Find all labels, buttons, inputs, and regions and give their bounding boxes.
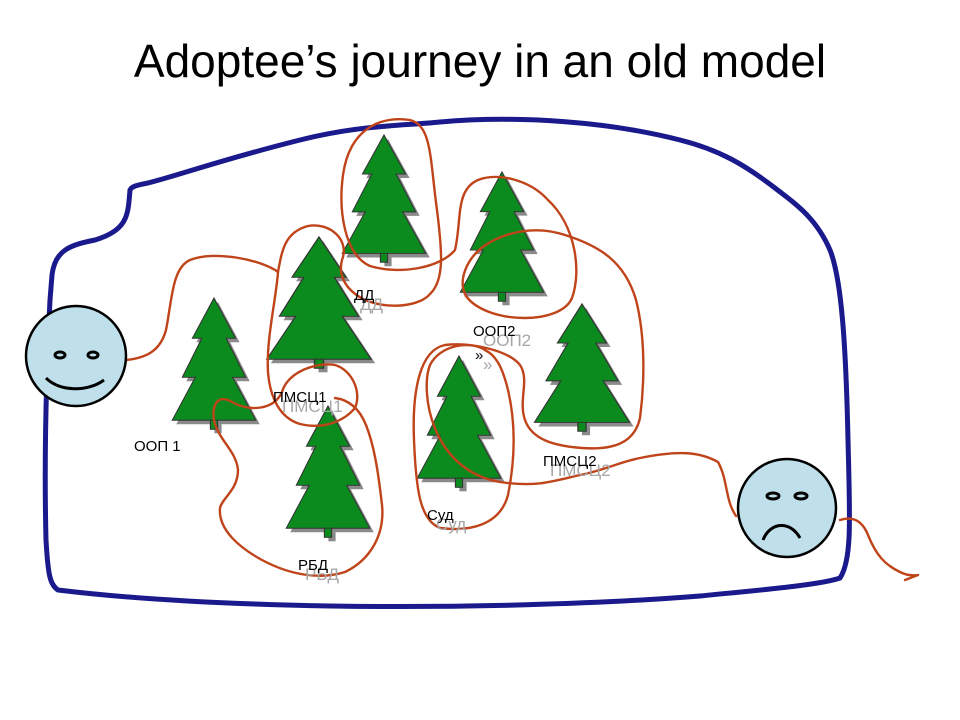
boundary-loop — [42, 116, 852, 610]
label-dd: ДД — [354, 287, 374, 304]
label-pmsc1: ПМСЦ1 — [273, 389, 327, 406]
journey-path — [124, 118, 738, 531]
label-sud: Суд — [427, 507, 454, 524]
label-oop1: ООП 1 — [134, 438, 181, 455]
tree-oop1 — [171, 297, 260, 434]
label-pmsc2-shadow: ПМСЦ2 — [550, 461, 611, 480]
label-pmsc1-shadow: ПМСЦ1 — [282, 397, 343, 416]
tree-rbd — [285, 405, 374, 542]
tree-dd — [341, 134, 430, 267]
label-oop2-shadow: ООП2 — [483, 331, 531, 350]
label-oop2-cont-shadow: » — [483, 355, 492, 374]
sad-face — [736, 457, 838, 559]
tree-sud — [416, 355, 505, 492]
label-oop2-cont: » — [475, 347, 483, 364]
journey-path-oop1-loop — [212, 270, 384, 577]
label-rbd: РБД — [298, 557, 328, 574]
label-pmsc2: ПМСЦ2 — [543, 453, 597, 470]
tree-oop2 — [459, 171, 548, 306]
happy-face — [24, 304, 128, 408]
label-sud-shadow: Суд — [436, 515, 466, 534]
label-dd-shadow: ДД — [360, 295, 384, 314]
journey-path-exit — [838, 517, 920, 582]
label-oop2: ООП2 — [473, 323, 515, 340]
tree-pmsc2 — [533, 303, 634, 436]
label-rbd-shadow: РБД — [305, 565, 339, 584]
slide-title: Adoptee’s journey in an old model — [133, 35, 827, 87]
